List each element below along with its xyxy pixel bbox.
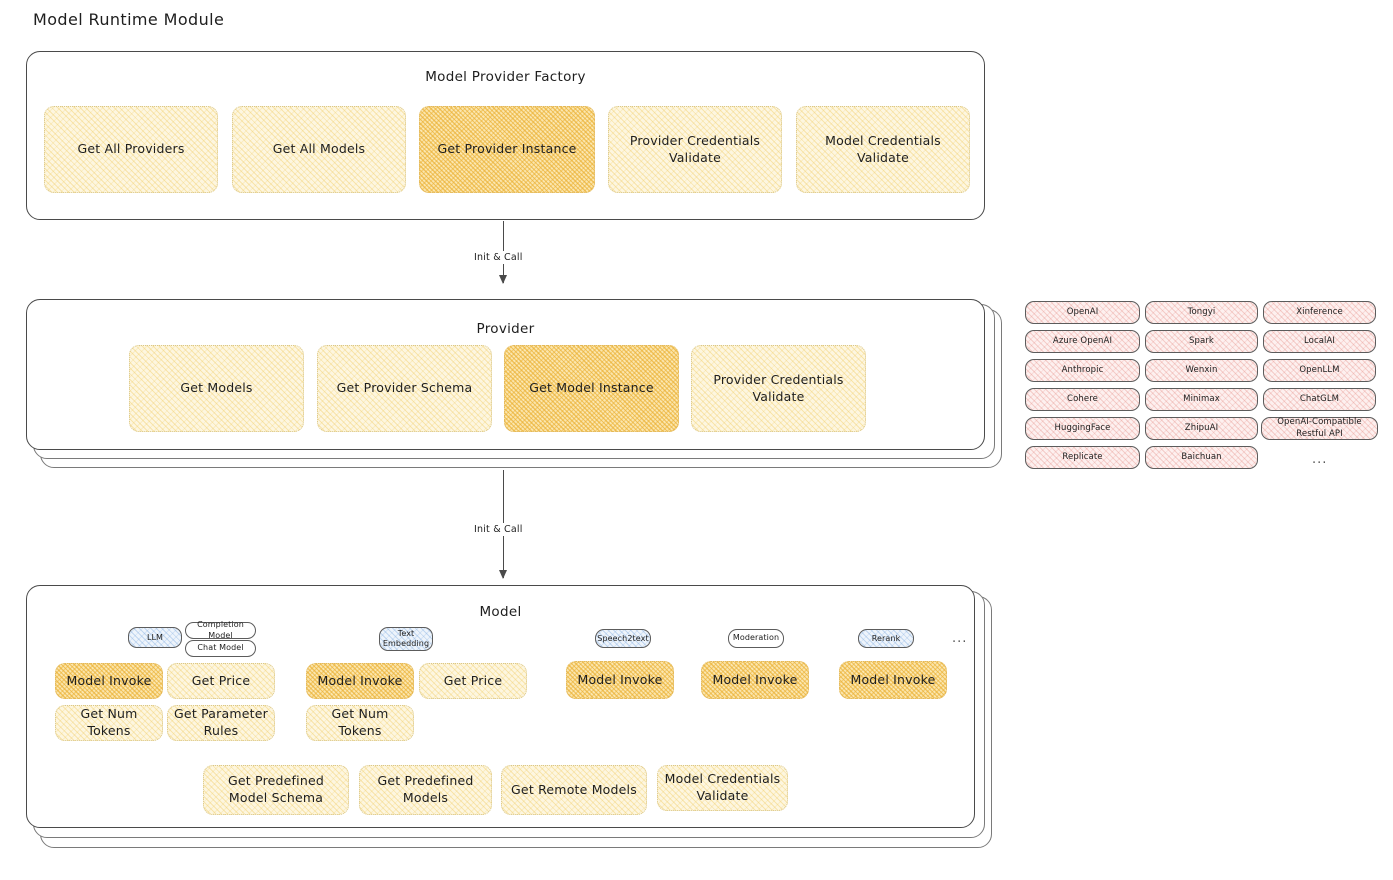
factory-box-get-provider-instance[interactable]: Get Provider Instance: [419, 106, 595, 193]
provider-pill-localai[interactable]: LocalAI: [1263, 330, 1376, 353]
model-type-badge-text-embedding[interactable]: Text Embedding: [379, 627, 433, 651]
model-type-badge-llm[interactable]: LLM: [128, 627, 182, 648]
provider-pill-openai-compatible-restful-api[interactable]: OpenAI-Compatible Restful API: [1261, 417, 1378, 440]
model-title: Model: [479, 604, 522, 620]
provider-pill-azure-openai[interactable]: Azure OpenAI: [1025, 330, 1140, 353]
llm-method-get-num-tokens[interactable]: Get Num Tokens: [55, 705, 163, 741]
provider-pill-huggingface[interactable]: HuggingFace: [1025, 417, 1140, 440]
model-shared-get-remote-models[interactable]: Get Remote Models: [501, 765, 647, 815]
factory-box-get-all-models[interactable]: Get All Models: [232, 106, 406, 193]
provider-pill-wenxin[interactable]: Wenxin: [1145, 359, 1258, 382]
provider-pill-anthropic[interactable]: Anthropic: [1025, 359, 1140, 382]
arrow-factory-to-provider-head: [498, 275, 507, 284]
provider-pill-xinference[interactable]: Xinference: [1263, 301, 1376, 324]
provider-title: Provider: [476, 321, 535, 337]
model-type-badge-speech2text[interactable]: Speech2text: [595, 629, 651, 648]
provider-list-more-ellipsis: ...: [1312, 452, 1328, 467]
moderation-method-model-invoke[interactable]: Model Invoke: [701, 661, 809, 699]
arrow-factory-to-provider-label: Init & Call: [470, 251, 527, 264]
text-embedding-method-model-invoke[interactable]: Model Invoke: [306, 663, 414, 699]
model-panel: [26, 585, 975, 828]
llm-method-get-price[interactable]: Get Price: [167, 663, 275, 699]
model-types-more-ellipsis: ...: [952, 631, 968, 646]
speech2text-method-model-invoke[interactable]: Model Invoke: [566, 661, 674, 699]
provider-box-get-provider-schema[interactable]: Get Provider Schema: [317, 345, 492, 432]
provider-pill-chatglm[interactable]: ChatGLM: [1263, 388, 1376, 411]
model-subbadge-completion-model[interactable]: Completion Model: [185, 620, 256, 640]
provider-pill-zhipuai[interactable]: ZhipuAI: [1145, 417, 1258, 440]
provider-box-provider-credentials-validate[interactable]: Provider Credentials Validate: [691, 345, 866, 432]
page-title: Model Runtime Module: [33, 10, 225, 29]
model-provider-factory-title: Model Provider Factory: [425, 69, 586, 85]
provider-box-get-models[interactable]: Get Models: [129, 345, 304, 432]
arrow-provider-to-model-label: Init & Call: [470, 523, 527, 536]
provider-pill-minimax[interactable]: Minimax: [1145, 388, 1258, 411]
model-shared-get-predefined-models[interactable]: Get Predefined Models: [359, 765, 492, 815]
provider-pill-baichuan[interactable]: Baichuan: [1145, 446, 1258, 469]
text-embedding-method-get-price[interactable]: Get Price: [419, 663, 527, 699]
provider-pill-tongyi[interactable]: Tongyi: [1145, 301, 1258, 324]
llm-method-get-parameter-rules[interactable]: Get Parameter Rules: [167, 705, 275, 741]
text-embedding-method-get-num-tokens[interactable]: Get Num Tokens: [306, 705, 414, 741]
factory-box-get-all-providers[interactable]: Get All Providers: [44, 106, 218, 193]
model-shared-model-credentials-validate[interactable]: Model Credentials Validate: [657, 765, 788, 811]
model-subbadge-chat-model[interactable]: Chat Model: [185, 640, 256, 657]
rerank-method-model-invoke[interactable]: Model Invoke: [839, 661, 947, 699]
provider-box-get-model-instance[interactable]: Get Model Instance: [504, 345, 679, 432]
factory-box-model-credentials-validate[interactable]: Model Credentials Validate: [796, 106, 970, 193]
provider-pill-openllm[interactable]: OpenLLM: [1263, 359, 1376, 382]
factory-box-provider-credentials-validate[interactable]: Provider Credentials Validate: [608, 106, 782, 193]
arrow-provider-to-model-head: [498, 570, 507, 579]
model-type-badge-rerank[interactable]: Rerank: [858, 629, 914, 648]
model-shared-get-predefined-model-schema[interactable]: Get Predefined Model Schema: [203, 765, 349, 815]
provider-pill-spark[interactable]: Spark: [1145, 330, 1258, 353]
provider-pill-cohere[interactable]: Cohere: [1025, 388, 1140, 411]
provider-pill-replicate[interactable]: Replicate: [1025, 446, 1140, 469]
model-type-badge-moderation[interactable]: Moderation: [728, 629, 784, 648]
provider-pill-openai[interactable]: OpenAI: [1025, 301, 1140, 324]
llm-method-model-invoke[interactable]: Model Invoke: [55, 663, 163, 699]
